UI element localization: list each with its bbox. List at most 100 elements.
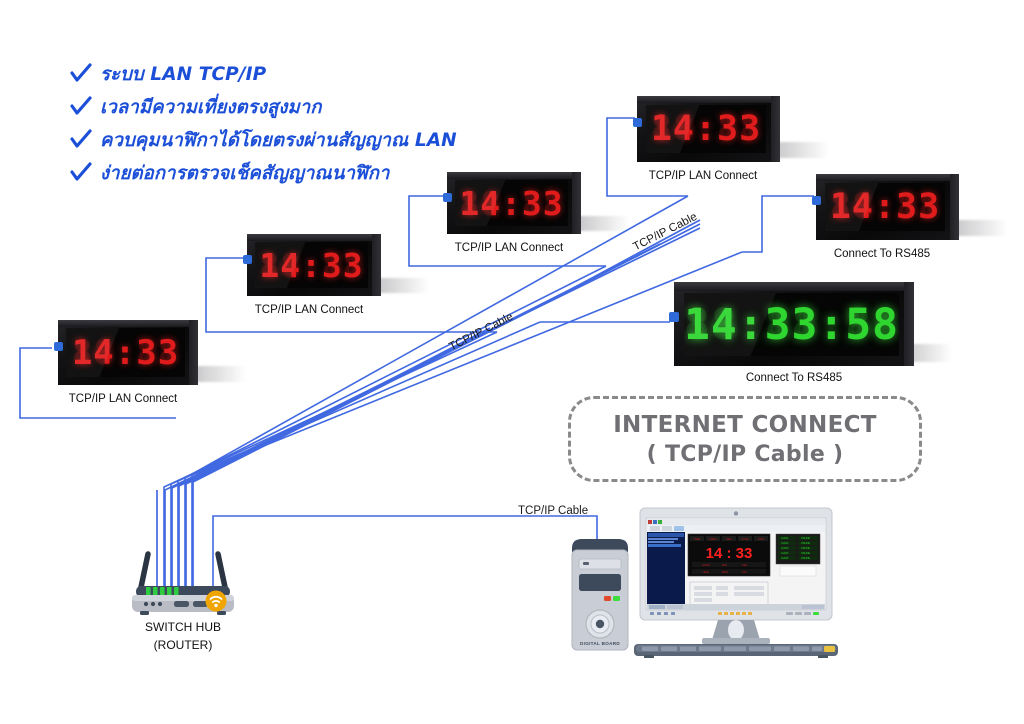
clock-digits: 14:33 (459, 183, 564, 223)
clock-ghost-digits: 88:88 (459, 183, 564, 223)
clock-caption: TCP/IP LAN Connect (648, 170, 758, 182)
clock-digits: 14:33 (650, 109, 762, 149)
svg-text:ONLINE: ONLINE (801, 557, 810, 560)
clock-ghost-digits: 88:88 (71, 332, 180, 373)
feature-item: ระบบ LAN TCP/IP (70, 58, 457, 91)
router-caption-line1: SWITCH HUB (145, 620, 221, 634)
clock-ghost-digits: 88:88 (829, 187, 941, 227)
cable-label-pc: TCP/IP Cable (518, 505, 589, 517)
svg-text:ONLINE: ONLINE (801, 542, 810, 545)
clock-ghost-digits: 88:88 (650, 109, 762, 149)
clock-screen: 88:88 14:33 (255, 242, 368, 288)
led-clock-top-right[interactable]: 88:88 14:33 Connect To RS485 (812, 174, 1008, 260)
svg-text:YEAR: YEAR (702, 570, 709, 574)
pc-tower[interactable]: DIGITAL BOARD (566, 534, 634, 652)
feature-label: ง่ายต่อการตรวจเช็คสัญญาณนาฬิกา (100, 163, 390, 184)
router-antenna-left (137, 551, 151, 595)
led-clock-mid-left[interactable]: 88:88 14:33 TCP/IP LAN Connect (243, 234, 429, 316)
svg-text:ONLINE: ONLINE (801, 547, 810, 550)
clock-bevel-top (637, 96, 780, 103)
internet-connect-box: INTERNET CONNECT ( TCP/IP Cable ) (568, 396, 922, 482)
monitor-bezel-controls (650, 612, 819, 615)
clock-screen: 88:88 14:33 (455, 180, 568, 226)
tower-brand-label: DIGITAL BOARD (580, 641, 620, 646)
svg-text:ONLINE: ONLINE (801, 552, 810, 555)
check-icon (70, 128, 92, 151)
clock-connector (243, 255, 252, 264)
internet-box-subtitle: ( TCP/IP Cable ) (646, 441, 844, 467)
svg-text:TIME: TIME (694, 537, 700, 541)
clock-bevel-right (189, 320, 198, 385)
router-indicator-dots (143, 601, 163, 607)
clock-bevel-right (904, 282, 914, 366)
svg-text:DATE: DATE (710, 537, 717, 541)
clock-caption: Connect To RS485 (745, 372, 843, 384)
clock-connector (633, 118, 642, 127)
clock-digits: 14:33 (71, 332, 180, 373)
svg-text:CLK05: CLK05 (781, 557, 789, 560)
clock-ghost-digits: 88:88:88 (684, 299, 899, 350)
clock-digits: 14:33:58 (684, 299, 899, 350)
internet-box-title: INTERNET CONNECT (613, 411, 877, 438)
clock-body: 88:88:88 14:33:58 (674, 282, 914, 366)
tower-leds (604, 596, 620, 601)
svg-text:MIN: MIN (722, 563, 727, 567)
clock-bevel-right (771, 96, 780, 162)
clock-bevel-right (950, 174, 959, 240)
svg-text:STAT: STAT (758, 537, 765, 541)
monitor-app-clock: 14 : 33 (706, 545, 753, 562)
tower-power-dial (585, 609, 615, 639)
feature-label: ควบคุมนาฬิกาได้โดยตรงผ่านสัญญาณ LAN (100, 130, 457, 151)
clock-body: 88:88 14:33 (447, 172, 581, 234)
svg-text:SEC: SEC (742, 563, 747, 567)
clock-caption: TCP/IP LAN Connect (454, 242, 564, 254)
clock-connector (669, 312, 679, 322)
led-clock-top-center[interactable]: 88:88 14:33 TCP/IP LAN Connect (633, 96, 829, 182)
feature-item: ควบคุมนาฬิกาได้โดยตรงผ่านสัญญาณ LAN (70, 124, 457, 157)
clock-screen: 88:88 14:33 (66, 328, 185, 377)
router-antenna-right (215, 551, 229, 595)
feature-label: เวลามีความเที่ยงตรงสูงมาก (100, 97, 322, 118)
svg-text:SEC: SEC (726, 537, 731, 541)
svg-text:CLK01: CLK01 (781, 537, 789, 540)
svg-text:CLK02: CLK02 (781, 542, 789, 545)
clock-ghost-digits: 88:88 (259, 245, 364, 285)
clock-screen: 88:88:88 14:33:58 (684, 293, 899, 356)
svg-text:CLK03: CLK03 (781, 547, 789, 550)
clock-body: 88:88 14:33 (58, 320, 198, 385)
clock-bevel-right (372, 234, 381, 296)
clock-bevel-top (58, 320, 198, 327)
clock-connector (54, 342, 63, 351)
clock-bevel-top (674, 282, 914, 291)
svg-text:HOUR: HOUR (702, 563, 710, 567)
router-status-leds (146, 587, 179, 596)
keyboard (634, 644, 838, 659)
led-clock-large-green[interactable]: 88:88:88 14:33:58 Connect To RS485 (669, 282, 952, 384)
clock-caption: Connect To RS485 (833, 248, 931, 260)
clock-body: 88:88 14:33 (816, 174, 959, 240)
led-clock-mid-center[interactable]: 88:88 14:33 TCP/IP LAN Connect (443, 172, 629, 254)
clock-connector (443, 193, 452, 202)
clock-screen: 88:88 14:33 (646, 105, 766, 153)
clock-digits: 14:33 (259, 245, 364, 285)
check-icon (70, 161, 92, 184)
clock-caption: TCP/IP LAN Connect (68, 393, 178, 405)
clock-body: 88:88 14:33 (637, 96, 780, 162)
led-clock-left[interactable]: 88:88 14:33 TCP/IP LAN Connect (54, 320, 246, 405)
feature-label: ระบบ LAN TCP/IP (100, 64, 267, 85)
clock-body: 88:88 14:33 (247, 234, 381, 296)
check-icon (70, 62, 92, 85)
clock-bevel-top (816, 174, 959, 181)
wifi-icon (205, 590, 227, 612)
svg-text:CLK04: CLK04 (781, 552, 789, 555)
clock-bevel-top (247, 234, 381, 241)
clock-bevel-right (572, 172, 581, 234)
svg-text:ONLINE: ONLINE (801, 537, 810, 540)
svg-text:MON: MON (722, 570, 728, 574)
switch-hub-router[interactable]: SWITCH HUB (ROUTER) (118, 540, 248, 652)
clock-screen: 88:88 14:33 (825, 183, 945, 231)
clock-digits: 14:33 (829, 187, 941, 227)
feature-item: เวลามีความเที่ยงตรงสูงมาก (70, 91, 457, 124)
